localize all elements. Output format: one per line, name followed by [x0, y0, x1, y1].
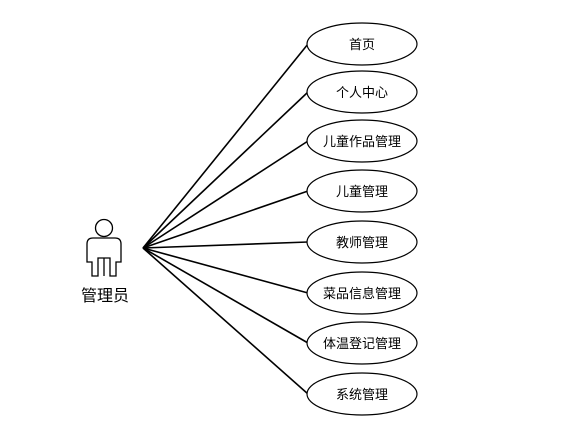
use-case-label: 个人中心 — [336, 86, 388, 101]
use-case-label: 体温登记管理 — [323, 337, 401, 352]
use-case-label: 系统管理 — [336, 388, 388, 403]
association-line-5 — [142, 247, 309, 294]
association-line-0 — [142, 43, 309, 249]
association-lines — [142, 43, 309, 395]
use-case-2: 儿童作品管理 — [306, 119, 418, 163]
use-case-6: 体温登记管理 — [306, 321, 418, 365]
association-line-1 — [142, 91, 309, 249]
use-case-0: 首页 — [306, 22, 418, 66]
use-case-label: 菜品信息管理 — [323, 286, 401, 302]
association-line-3 — [142, 190, 309, 249]
actor-label: 管理员 — [81, 286, 129, 305]
use-case-4: 教师管理 — [306, 220, 418, 264]
use-case-label: 儿童管理 — [336, 184, 388, 200]
use-case-5: 菜品信息管理 — [306, 271, 418, 315]
association-line-6 — [142, 247, 309, 344]
association-line-7 — [142, 247, 309, 395]
actor-figure-icon — [86, 218, 122, 277]
use-case-1: 个人中心 — [306, 70, 418, 114]
association-line-4 — [142, 241, 309, 249]
use-case-7: 系统管理 — [306, 372, 418, 416]
association-line-2 — [142, 140, 309, 249]
use-case-label: 教师管理 — [336, 235, 388, 251]
use-case-label: 儿童作品管理 — [323, 134, 401, 150]
use-case-label: 首页 — [349, 38, 375, 53]
use-case-3: 儿童管理 — [306, 169, 418, 213]
